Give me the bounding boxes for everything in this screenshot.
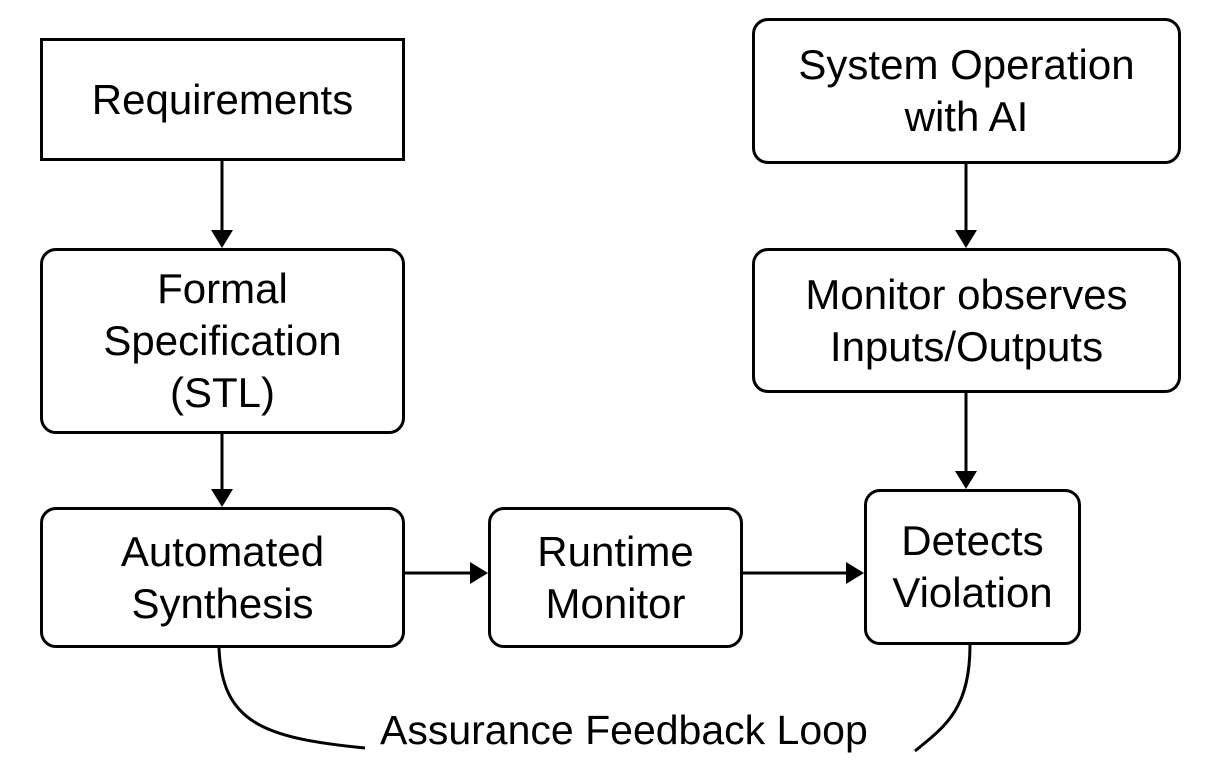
arrowhead-runtime-monitor-to-detects-violation [846, 562, 864, 584]
formal-specification-box: Formal Specification (STL) [40, 248, 405, 434]
formal-specification-label-line-2: Specification [103, 317, 342, 364]
feedback-loop-label: Assurance Feedback Loop [380, 707, 868, 753]
arrowhead-monitor-observes-to-detects-violation [955, 471, 977, 489]
system-operation-box: System Operation with AI [752, 18, 1181, 164]
automated-synthesis-box: Automated Synthesis [40, 507, 405, 648]
monitor-observes-box: Monitor observes Inputs/Outputs [752, 248, 1181, 393]
arrowhead-requirements-to-formal-spec [211, 230, 233, 248]
automated-synthesis-label-line-1: Automated [120, 527, 325, 575]
detects-violation-label-line-2: Violation [892, 569, 1053, 616]
detects-violation-box: Detects Violation [864, 489, 1081, 645]
automated-synthesis-label-line-2: Synthesis [131, 579, 314, 627]
runtime-monitor-box: Runtime Monitor [488, 507, 743, 648]
monitor-observes-label-line-2: Inputs/Outputs [829, 322, 1104, 370]
feedback-loop-left-curve [217, 647, 366, 750]
runtime-monitor-label-line-1: Runtime [537, 527, 694, 575]
runtime-monitor-label-line-2: Monitor [545, 579, 686, 627]
detects-violation-label-line-1: Detects [901, 517, 1044, 564]
formal-specification-label-line-1: Formal [157, 265, 288, 312]
system-operation-label-line-1: System Operation [798, 41, 1135, 88]
formal-specification-label-line-3: (STL) [170, 369, 275, 416]
requirements-box: Requirements [40, 38, 405, 161]
arrowhead-synthesis-to-runtime-monitor [470, 562, 488, 584]
system-operation-label-line-2: with AI [904, 93, 1029, 140]
arrowhead-formal-spec-to-synthesis [211, 489, 233, 507]
requirements-label: Requirements [91, 75, 354, 123]
feedback-loop-right-curve [914, 644, 972, 753]
monitor-observes-label-line-1: Monitor observes [805, 270, 1128, 318]
arrowhead-system-operation-to-monitor-observes [955, 230, 977, 248]
